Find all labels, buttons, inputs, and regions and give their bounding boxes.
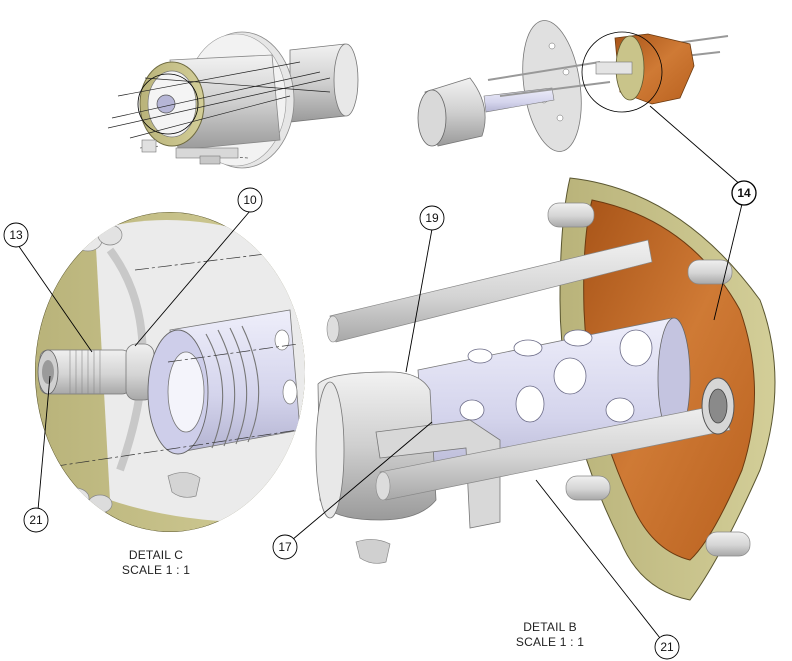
svg-text:10: 10 bbox=[243, 193, 257, 207]
detail-b-label: DETAIL B SCALE 1 : 1 bbox=[500, 620, 600, 650]
svg-text:21: 21 bbox=[660, 640, 674, 654]
leader-13 bbox=[17, 244, 93, 353]
leader-10 bbox=[134, 210, 251, 347]
detail-c-label: DETAIL C SCALE 1 : 1 bbox=[106, 548, 206, 578]
leader-14 bbox=[713, 203, 743, 321]
top-left-assembly bbox=[107, 31, 359, 169]
svg-text:14: 14 bbox=[737, 186, 751, 200]
svg-text:19: 19 bbox=[425, 211, 439, 225]
svg-text:13: 13 bbox=[9, 228, 23, 242]
detail-b-scale: SCALE 1 : 1 bbox=[515, 635, 585, 649]
detail-c-scale: SCALE 1 : 1 bbox=[121, 563, 191, 577]
detail-c-title: DETAIL C bbox=[128, 548, 184, 562]
leader-17 bbox=[291, 421, 433, 541]
leader-19 bbox=[405, 228, 433, 373]
balloon-21-right: 21 bbox=[654, 634, 680, 660]
balloon-14: 14 bbox=[731, 180, 757, 206]
detail-c-view bbox=[35, 212, 305, 532]
balloon-21-left: 21 bbox=[23, 507, 49, 533]
leader-14-detail bbox=[649, 105, 743, 187]
balloon-10: 10 bbox=[237, 187, 263, 213]
leader-21-left bbox=[37, 375, 51, 511]
detail-b-callout-circle bbox=[581, 31, 663, 113]
balloon-19: 19 bbox=[419, 205, 445, 231]
top-right-assembly bbox=[417, 20, 729, 152]
balloon-13: 13 bbox=[3, 222, 29, 248]
svg-text:21: 21 bbox=[29, 513, 43, 527]
balloon-17: 17 bbox=[272, 534, 298, 560]
detail-b-title: DETAIL B bbox=[523, 620, 577, 634]
leader-21-right bbox=[535, 479, 661, 639]
detail-c-callout-circle bbox=[137, 73, 199, 135]
svg-text:17: 17 bbox=[278, 540, 292, 554]
detail-b-view bbox=[315, 177, 776, 601]
